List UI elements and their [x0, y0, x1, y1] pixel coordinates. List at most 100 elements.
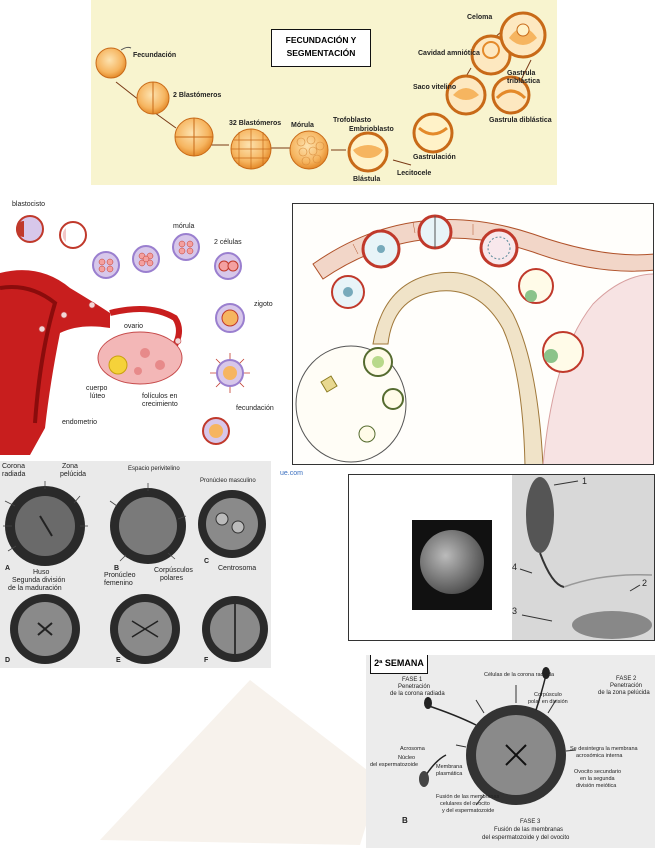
label-centrosoma: Centrosoma: [218, 565, 257, 572]
label-cuerpo: cuerpo: [86, 385, 108, 392]
gastrulation-cell: [412, 112, 454, 154]
morula-cells: [92, 233, 200, 279]
fecundacion-segmentacion-panel: FECUNDACIÓN Y SEGMENTACIÓN Fecundación 2…: [91, 0, 557, 185]
label-web: ue.com: [280, 470, 303, 477]
micrograph-label-4: 4: [512, 562, 518, 572]
label-fase1-1: FASE 1: [402, 677, 423, 683]
label-fase3-2: Fusión de las membranas: [494, 827, 564, 833]
label-lecitocele: Lecitocele: [397, 170, 432, 177]
label-pelucida: pelúcida: [60, 471, 87, 478]
zygote-stage: [215, 303, 245, 333]
label-morula: Mórula: [291, 122, 314, 129]
diblastic-gastrula-cell: [491, 75, 531, 115]
coelom-cell: [499, 11, 547, 59]
label-ovocito-2: en la segunda: [580, 776, 615, 782]
label-membrana-1: Membrana: [436, 764, 463, 770]
micrograph-oocyte: [412, 520, 492, 610]
tube-migration-panel: [292, 203, 654, 465]
label-nucleo-1: Núcleo: [398, 755, 416, 761]
label-zigoto: zigoto: [254, 301, 273, 308]
label-fecundacion: Fecundación: [133, 52, 177, 59]
label-pronucleo-femenino-2: femenino: [104, 580, 133, 587]
label-pronucleo-masculino: Pronúcleo masculino: [200, 478, 256, 484]
four-cell-stage: [174, 117, 214, 157]
label-gastrulacion: Gastrulación: [413, 154, 456, 161]
label-2-blastomeros: 2 Blastómeros: [173, 92, 222, 99]
uterus-diagram: [0, 215, 250, 455]
label-segunda-division: Segunda división: [12, 577, 66, 584]
micrograph-label-2: 2: [642, 578, 648, 588]
label-gastrula-diblastica: Gastrula diblástica: [489, 117, 552, 124]
tube-wall-lower: [372, 271, 544, 464]
label-corpusculos: Corpúsculos: [154, 567, 193, 574]
label-fusion-3: y del espermatozoide: [442, 808, 495, 814]
zygote-cell: [95, 47, 127, 79]
label-E: E: [116, 657, 121, 664]
panel6-title: 2ª SEMANA: [374, 658, 424, 668]
fertilization-stage: [210, 353, 250, 393]
label-B: B: [114, 565, 120, 572]
label-celoma: Celoma: [467, 14, 493, 21]
tube-cells: [320, 214, 584, 443]
ovary-shape: [97, 331, 183, 385]
label-zona: Zona: [62, 463, 78, 470]
label-endometrio: endometrio: [62, 419, 98, 426]
label-2-celulas: 2 células: [214, 239, 242, 246]
label-fase2-1: FASE 2: [616, 676, 637, 682]
label-fase2-3: de la zona pelúcida: [598, 690, 650, 696]
label-pronucleo-femenino-1: Pronúcleo: [104, 572, 136, 579]
oocyte-bottom: [202, 417, 230, 445]
label-F: F: [204, 657, 209, 664]
label-ovocito-3: división meiótica: [576, 783, 617, 789]
oocyte-row1: [3, 481, 266, 566]
second-week-panel: 2ª SEMANA FASE 1 Penetración de la coron…: [366, 655, 655, 848]
blastocyst-cells: [16, 215, 87, 249]
label-membrana-2: plasmática: [436, 771, 463, 777]
label-gastrula-triblastica-1: Gastrula: [507, 70, 536, 77]
label-saco-vitelino: Saco vitelino: [413, 84, 457, 91]
label-luteo: lúteo: [90, 393, 106, 400]
micrograph-panel: 1 4 3 2: [348, 474, 655, 641]
label-blastocisto: blastocisto: [12, 201, 46, 208]
label-huso: Huso: [33, 569, 50, 576]
label-ovocito-1: Ovocito secundario: [574, 769, 622, 775]
micrograph-label-1: 1: [582, 476, 588, 486]
label-fase1-3: de la corona radiada: [390, 691, 445, 697]
fertilization-stages-diagram: [3, 481, 268, 664]
label-morula-2: mórula: [173, 223, 195, 230]
label-fase3-1: FASE 3: [520, 819, 541, 825]
label-fase1-2: Penetración: [398, 684, 431, 690]
segmentation-diagram: [95, 11, 547, 173]
label-celulas-corona: Células de la corona radiada: [484, 672, 555, 678]
label-desintegra-2: acrosómica interna: [576, 753, 623, 759]
label-D: D: [5, 657, 11, 664]
label-fase3-3: del espermatozoide y del ovocito: [482, 835, 570, 841]
yolk-sac-cell: [445, 74, 487, 116]
panel1-title-line1: FECUNDACIÓN Y: [285, 35, 357, 45]
label-nucleo-2: del espermatozoide: [370, 762, 419, 768]
label-polares: polares: [160, 575, 183, 582]
amniotic-cavity-cell: [470, 34, 512, 76]
sperm-penetration-diagram: [419, 667, 577, 806]
ovulation-implantation-panel: blastocisto mórula 2 células zigoto ovar…: [0, 193, 290, 458]
fertilization-bw-panel: Corona radiada Zona pelúcida Espacio per…: [0, 461, 271, 668]
two-blastomeres-cell: [136, 81, 170, 115]
label-radiada: radiada: [2, 471, 26, 478]
micrograph-sperm: 1 4 3 2: [512, 475, 654, 640]
label-crecimiento: crecimiento: [142, 401, 178, 408]
fallopian-tube-diagram: [295, 214, 653, 464]
label-blastula: Blástula: [353, 176, 381, 183]
label-fase2-2: Penetración: [610, 683, 643, 689]
label-fusion-1: Fusión de las membranas: [436, 794, 500, 800]
morula-cell: [289, 130, 329, 170]
label-corpusculo-1: Corpúsculo: [534, 692, 562, 698]
label-fecundacion-2: fecundación: [236, 405, 274, 412]
label-maduracion: de la maduración: [8, 585, 62, 592]
thirty-two-blastomeres-cell: [230, 128, 272, 170]
label-acrosoma: Acrosoma: [400, 746, 425, 752]
label-embrioblasto: Embrioblasto: [349, 126, 394, 133]
oocyte-row2: [10, 594, 268, 664]
label-foliculos: folículos en: [142, 393, 178, 400]
label-espacio-perivitelino: Espacio perivitelino: [128, 466, 180, 472]
